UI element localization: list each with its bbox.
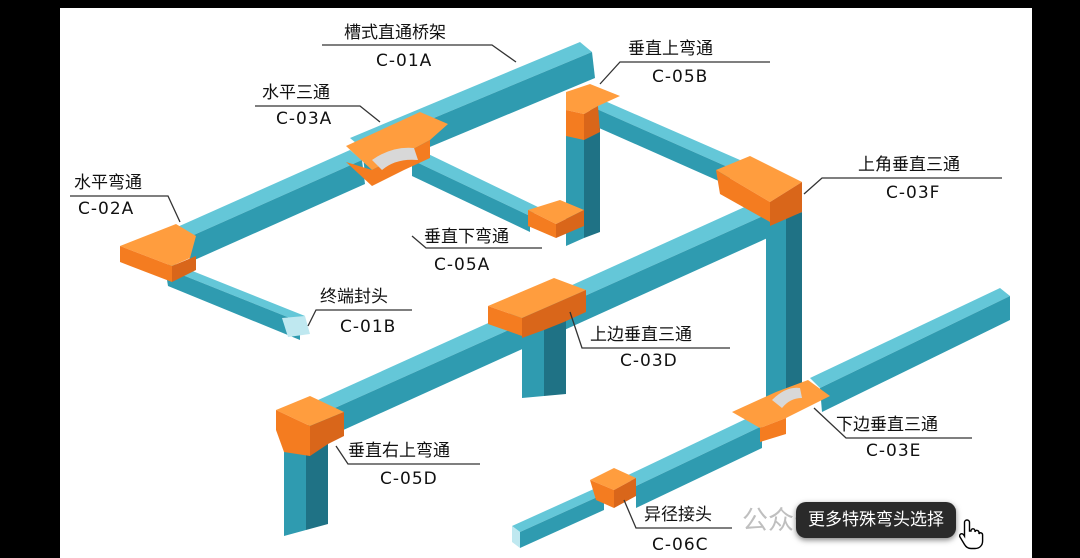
leader-c05d — [335, 445, 480, 465]
label-c01a-name: 槽式直通桥架 — [344, 23, 446, 43]
fitting-c06c — [590, 468, 636, 508]
tray-c05d-leg — [284, 438, 328, 536]
label-c05d-name: 垂直右上弯通 — [348, 441, 450, 461]
more-elbows-tooltip[interactable]: 更多特殊弯头选择 — [796, 502, 956, 538]
callout-lines — [70, 44, 1002, 529]
fitting-c02a — [120, 224, 196, 282]
tray-left-lower — [165, 262, 310, 340]
label-c05a-name: 垂直下弯通 — [424, 227, 509, 247]
tray-c03d-leg — [522, 320, 566, 398]
label-c03e-code: C-03E — [866, 441, 921, 461]
fitting-c05a — [528, 200, 584, 238]
label-c05b-name: 垂直上弯通 — [628, 39, 713, 59]
tray-diagonal-mid — [412, 150, 540, 232]
label-c03d-name: 上边垂直三通 — [590, 325, 692, 345]
fitting-c03f — [716, 156, 802, 226]
fittings — [120, 84, 830, 508]
fitting-c05d — [276, 396, 344, 456]
label-c01b-name: 终端封头 — [320, 287, 388, 307]
leader-c03a — [255, 105, 381, 123]
leader-c05b — [599, 61, 770, 85]
label-c03e-name: 下边垂直三通 — [836, 415, 938, 435]
label-c03d-code: C-03D — [620, 351, 678, 371]
label-c01b-code: C-01B — [340, 317, 396, 337]
tray-vertical-f — [766, 212, 802, 404]
fitting-c05b — [566, 84, 620, 140]
hand-pointer-icon — [958, 519, 984, 550]
leader-c01b — [307, 309, 412, 327]
labels: 槽式直通桥架 C-01A 垂直上弯通 C-05B 水平三通 C-03A 上角垂直… — [74, 23, 960, 555]
label-c02a-code: C-02A — [78, 199, 134, 219]
label-c03f-name: 上角垂直三通 — [858, 155, 960, 175]
leader-c03d — [569, 311, 730, 349]
tray-reducer-end — [512, 488, 604, 548]
label-c03a-code: C-03A — [276, 109, 332, 129]
tray-right — [810, 288, 1010, 412]
label-c03a-name: 水平三通 — [262, 83, 330, 103]
leader-c05a — [411, 235, 542, 249]
label-c06c-name: 异径接头 — [644, 505, 712, 525]
label-c01a-code: C-01A — [376, 51, 432, 71]
fitting-c03d — [488, 278, 586, 338]
leader-c03f — [803, 177, 1002, 195]
label-c02a-name: 水平弯通 — [74, 173, 142, 193]
label-c05d-code: C-05D — [380, 469, 438, 489]
label-c05a-code: C-05A — [434, 255, 490, 275]
fitting-c03a — [346, 112, 448, 186]
leader-c02a — [70, 195, 181, 223]
fitting-c03e — [732, 380, 830, 442]
tray-left-upper — [175, 150, 365, 262]
leader-c03e — [813, 407, 972, 439]
leader-c06c — [623, 499, 732, 529]
leader-c01a — [322, 44, 517, 63]
label-c03f-code: C-03F — [886, 183, 940, 203]
label-c06c-code: C-06C — [652, 535, 709, 555]
tray-upper-right — [590, 98, 740, 186]
label-c05b-code: C-05B — [652, 67, 708, 87]
tray-lower — [626, 416, 762, 508]
